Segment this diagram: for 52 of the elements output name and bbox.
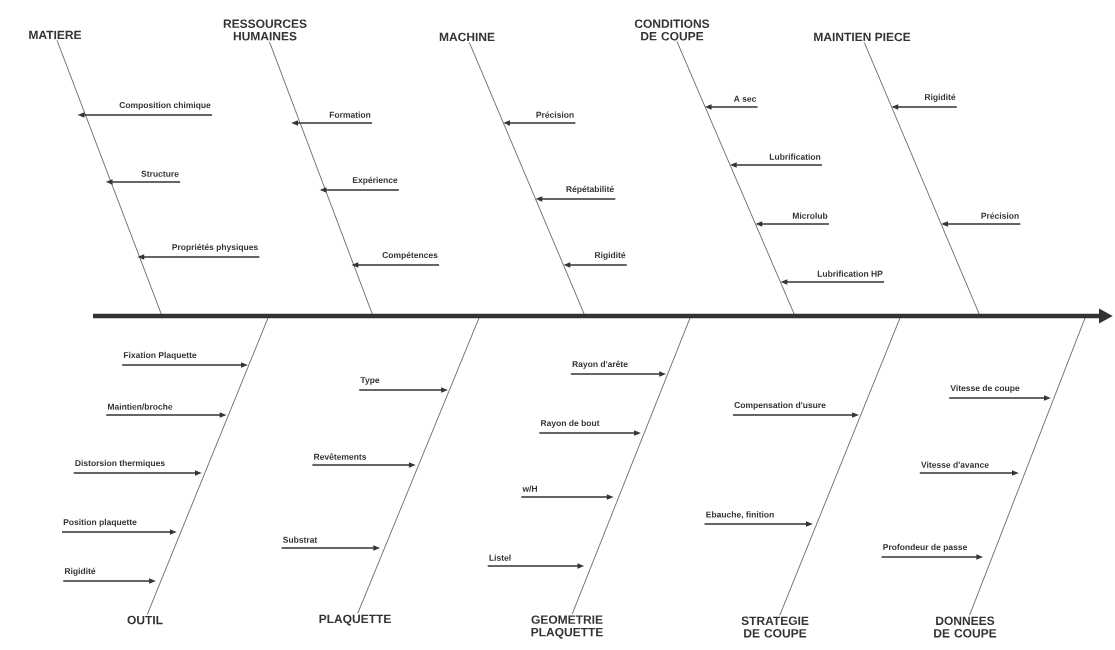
cause-label: Position plaquette xyxy=(63,518,137,527)
cause-label: Propriétés physiques xyxy=(172,243,258,252)
cause-label: Fixation Plaquette xyxy=(123,351,197,360)
cause-label: w/H xyxy=(522,485,537,492)
cause-label: A sec xyxy=(733,95,757,102)
cause-label: Composition chimique xyxy=(119,101,211,110)
cause-label: Structure xyxy=(141,170,179,177)
cause-label: Revêtements xyxy=(314,453,367,460)
fishbone-line xyxy=(146,317,269,615)
cause-label: Rayon de bout xyxy=(541,419,600,428)
cause-label: Type xyxy=(360,377,380,385)
cause-label: Vitesse de coupe xyxy=(950,384,1020,393)
category-label: MAINTIEN PIECE xyxy=(814,32,911,42)
fishbone-line xyxy=(676,41,796,317)
cause-label: Rigidité xyxy=(65,567,96,576)
cause-label: Distorsion thermiques xyxy=(75,459,165,468)
cause-label: Vitesse d'avance xyxy=(921,461,989,468)
category-label: PLAQUETTE xyxy=(319,614,391,626)
fishbone-line xyxy=(571,317,691,615)
cause-label: Lubrification xyxy=(769,153,821,160)
cause-label: Rayon d'arête xyxy=(572,360,628,369)
cause-label: Listel xyxy=(489,554,511,561)
cause-label: Répétabilité xyxy=(566,185,614,194)
cause-label: Microlub xyxy=(792,212,828,219)
cause-label: Lubrification HP xyxy=(817,270,883,277)
cause-label: Rigidité xyxy=(595,251,626,260)
category-label: DONNEES DE COUPE xyxy=(934,616,997,638)
cause-label: Précision xyxy=(536,111,574,118)
fishbone-line xyxy=(56,39,163,317)
category-label: RESSOURCES HUMAINES xyxy=(223,19,307,41)
category-label: MACHINE xyxy=(439,32,495,42)
category-label: OUTIL xyxy=(127,615,163,625)
cause-label: Rigidité xyxy=(925,93,956,102)
category-label: MATIERE xyxy=(29,30,82,40)
cause-label: Substrat xyxy=(283,536,318,543)
cause-label: Compensation d'usure xyxy=(734,401,826,410)
fishbone-line xyxy=(779,317,901,616)
cause-label: Précision xyxy=(981,212,1019,219)
cause-label: Expérience xyxy=(352,176,398,185)
fishbone-line xyxy=(269,41,374,317)
category-label: STRATEGIE DE COUPE xyxy=(741,616,809,638)
cause-label: Compétences xyxy=(382,251,438,260)
fishbone-line xyxy=(357,317,480,614)
fishbone-line xyxy=(863,42,981,317)
cause-label: Profondeur de passe xyxy=(883,543,967,552)
cause-label: Maintien/broche xyxy=(108,403,173,410)
category-label: CONDITIONS DE COUPE xyxy=(634,19,710,41)
fishbone-line xyxy=(468,42,586,317)
cause-label: Ebauche, finition xyxy=(706,511,774,519)
fishbone-line xyxy=(969,317,1086,616)
category-label: GEOMETRIE PLAQUETTE xyxy=(531,615,603,639)
cause-label: Formation xyxy=(329,111,371,118)
